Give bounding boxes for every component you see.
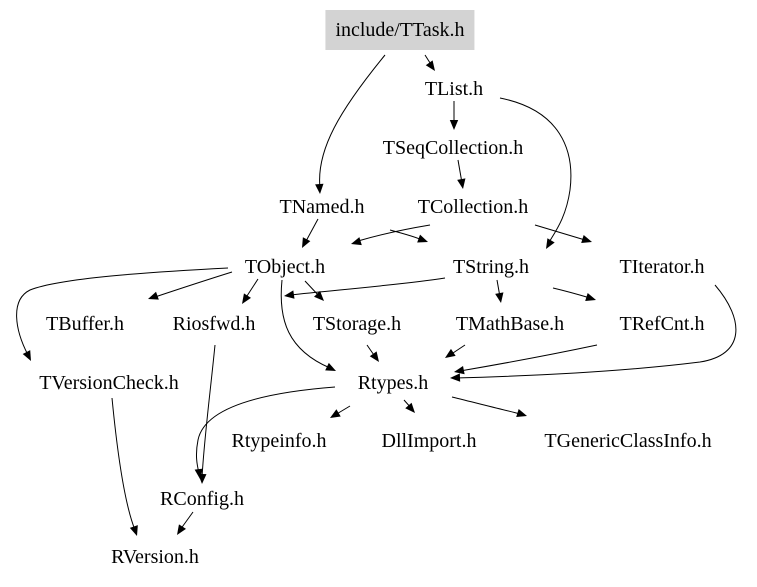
edge-ttask-to-tnamed	[319, 54, 386, 189]
arrowhead-ttask-to-tnamed	[315, 183, 324, 194]
node-label: TRefCnt.h	[619, 313, 705, 335]
arrowhead-tlist-to-tseqcollection	[449, 119, 459, 130]
edge-tversioncheck-to-rversion	[111, 397, 136, 531]
arrowhead-trefcnt-to-rtypes	[454, 365, 465, 375]
node-label: Riosfwd.h	[172, 313, 256, 335]
arrowhead-rtypes-to-rtypeinfo	[330, 409, 341, 418]
node-label: TVersionCheck.h	[39, 372, 179, 394]
node-label: include/TTask.h	[335, 19, 465, 41]
node-dllimport[interactable]: DllImport.h	[382, 429, 477, 453]
arrowhead-tmathbase-to-rtypes	[445, 348, 456, 358]
edge-tstring-to-trefcnt	[552, 287, 591, 299]
node-ttask[interactable]: include/TTask.h	[325, 10, 475, 50]
node-label: TMathBase.h	[455, 313, 565, 335]
node-label: TSeqCollection.h	[382, 137, 524, 159]
arrowhead-tstring-to-tmathbase	[495, 292, 504, 303]
edge-tobject-to-tversioncheck	[16, 267, 229, 356]
node-tlist[interactable]: TList.h	[425, 77, 483, 101]
arrowhead-titerator-to-rtypes	[450, 373, 461, 382]
arrowhead-tcollection-to-tstring	[417, 234, 428, 243]
arrowhead-ttask-to-tlist	[425, 60, 435, 71]
edge-tobject-to-rtypes	[280, 279, 331, 369]
node-label: Rtypeinfo.h	[231, 430, 327, 452]
node-tstring[interactable]: TString.h	[453, 255, 529, 279]
arrowhead-rconfig-to-rversion	[177, 524, 186, 535]
arrowhead-tstorage-to-rtypes	[369, 351, 379, 362]
node-tobject[interactable]: TObject.h	[245, 255, 325, 279]
edge-tstring-to-tobject	[289, 277, 446, 296]
arrowhead-tstring-to-tobject	[284, 290, 295, 299]
arrowhead-tobject-to-tstorage	[314, 290, 324, 301]
arrowhead-tcollection-to-tobject	[351, 237, 362, 246]
node-trefcnt[interactable]: TRefCnt.h	[620, 312, 705, 336]
node-rtypeinfo[interactable]: Rtypeinfo.h	[232, 429, 327, 453]
edge-trefcnt-to-rtypes	[459, 344, 598, 372]
arrowhead-tstring-to-trefcnt	[585, 293, 596, 302]
node-rtypes[interactable]: Rtypes.h	[358, 371, 429, 395]
node-label: TObject.h	[244, 256, 326, 278]
arrowhead-rtypes-to-dllimport	[405, 402, 415, 413]
edge-titerator-to-rtypes	[454, 284, 737, 379]
edge-tobject-to-tbuffer	[154, 271, 233, 298]
edge-rtypes-to-rconfig	[195, 386, 336, 474]
node-tcollection[interactable]: TCollection.h	[418, 195, 529, 219]
arrowhead-tlist-to-tstring	[546, 238, 555, 249]
node-rconfig[interactable]: RConfig.h	[160, 487, 244, 511]
edge-tcollection-to-tstring	[389, 229, 423, 241]
arrowhead-rtypes-to-rconfig	[194, 468, 203, 479]
node-tgenericclassinfo[interactable]: TGenericClassInfo.h	[544, 429, 711, 453]
node-label: DllImport.h	[381, 430, 477, 452]
node-label: TGenericClassInfo.h	[544, 430, 712, 452]
node-label: TCollection.h	[417, 196, 529, 218]
node-tmathbase[interactable]: TMathBase.h	[456, 312, 564, 336]
arrowhead-tnamed-to-tobject	[302, 237, 311, 248]
edge-tcollection-to-titerator	[534, 224, 586, 241]
edge-tcollection-to-tobject	[357, 224, 431, 242]
node-rversion[interactable]: RVersion.h	[111, 545, 199, 569]
node-tversioncheck[interactable]: TVersionCheck.h	[39, 371, 178, 395]
arrowhead-tseqcollection-to-tcollection	[457, 178, 466, 189]
arrowhead-tversioncheck-to-rversion	[129, 525, 138, 536]
node-tbuffer[interactable]: TBuffer.h	[46, 312, 124, 336]
node-tnamed[interactable]: TNamed.h	[280, 195, 365, 219]
arrowhead-tobject-to-riosfwd	[242, 293, 251, 304]
arrowhead-rtypes-to-tgenericclassinfo	[516, 409, 527, 418]
arrowhead-tobject-to-tversioncheck	[22, 350, 31, 361]
node-titerator[interactable]: TIterator.h	[620, 255, 705, 279]
node-label: TNamed.h	[279, 196, 365, 218]
node-label: TList.h	[424, 78, 484, 100]
edge-tlist-to-tstring	[499, 97, 572, 245]
node-label: TIterator.h	[619, 256, 705, 278]
arrowhead-tobject-to-tbuffer	[148, 291, 159, 300]
edge-tnamed-to-tobject	[304, 218, 319, 244]
node-label: TString.h	[452, 256, 530, 278]
arrowhead-tobject-to-rtypes	[325, 362, 336, 371]
node-label: TBuffer.h	[46, 313, 124, 335]
arrowhead-tcollection-to-titerator	[581, 235, 592, 244]
node-label: RVersion.h	[111, 546, 199, 568]
node-tseqcollection[interactable]: TSeqCollection.h	[383, 136, 524, 160]
edge-riosfwd-to-rconfig	[201, 344, 216, 479]
node-label: RConfig.h	[160, 488, 244, 510]
node-riosfwd[interactable]: Riosfwd.h	[173, 312, 256, 336]
node-label: TStorage.h	[312, 313, 402, 335]
node-label: Rtypes.h	[357, 372, 429, 394]
node-tstorage[interactable]: TStorage.h	[313, 312, 401, 336]
edge-rtypes-to-tgenericclassinfo	[451, 396, 521, 415]
